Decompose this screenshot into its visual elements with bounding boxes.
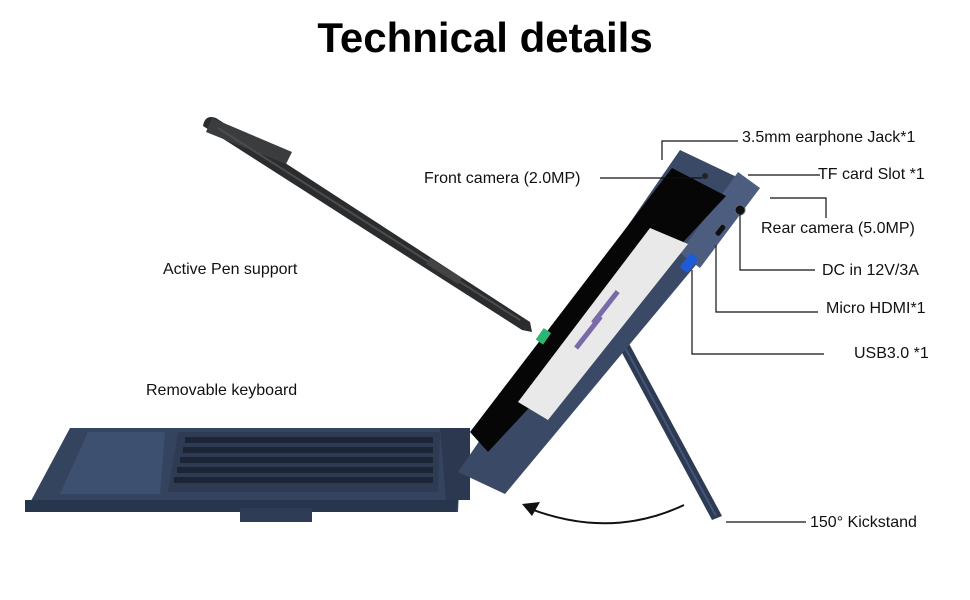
kickstand-label: 150° Kickstand bbox=[810, 514, 917, 531]
micro-hdmi-label: Micro HDMI*1 bbox=[826, 300, 926, 317]
dc-in-callout-line bbox=[739, 214, 815, 271]
kickstand bbox=[614, 338, 722, 520]
keyboard-base bbox=[25, 428, 470, 522]
tablet-body bbox=[458, 150, 760, 494]
callout-lines bbox=[600, 140, 827, 523]
pen-feature-label: Active Pen support bbox=[163, 261, 298, 278]
rotation-arrow-icon bbox=[522, 502, 685, 525]
keyboard-feature-label: Removable keyboard bbox=[146, 382, 298, 399]
rear-camera-callout-line bbox=[770, 197, 827, 218]
page-title: Technical details bbox=[317, 14, 653, 61]
rear-camera-label: Rear camera (5.0MP) bbox=[761, 220, 915, 237]
stylus-pen bbox=[203, 117, 532, 332]
dc-in-label: DC in 12V/3A bbox=[822, 262, 919, 279]
tf-card-slot-label: TF card Slot *1 bbox=[818, 166, 925, 183]
earphone-callout-line bbox=[661, 140, 738, 160]
earphone-jack-label: 3.5mm earphone Jack*1 bbox=[742, 129, 916, 146]
micro-hdmi-callout-line bbox=[715, 245, 818, 313]
front-camera-label: Front camera (2.0MP) bbox=[424, 170, 581, 187]
usb-port-label: USB3.0 *1 bbox=[854, 345, 929, 362]
usb-callout-line bbox=[691, 270, 824, 355]
